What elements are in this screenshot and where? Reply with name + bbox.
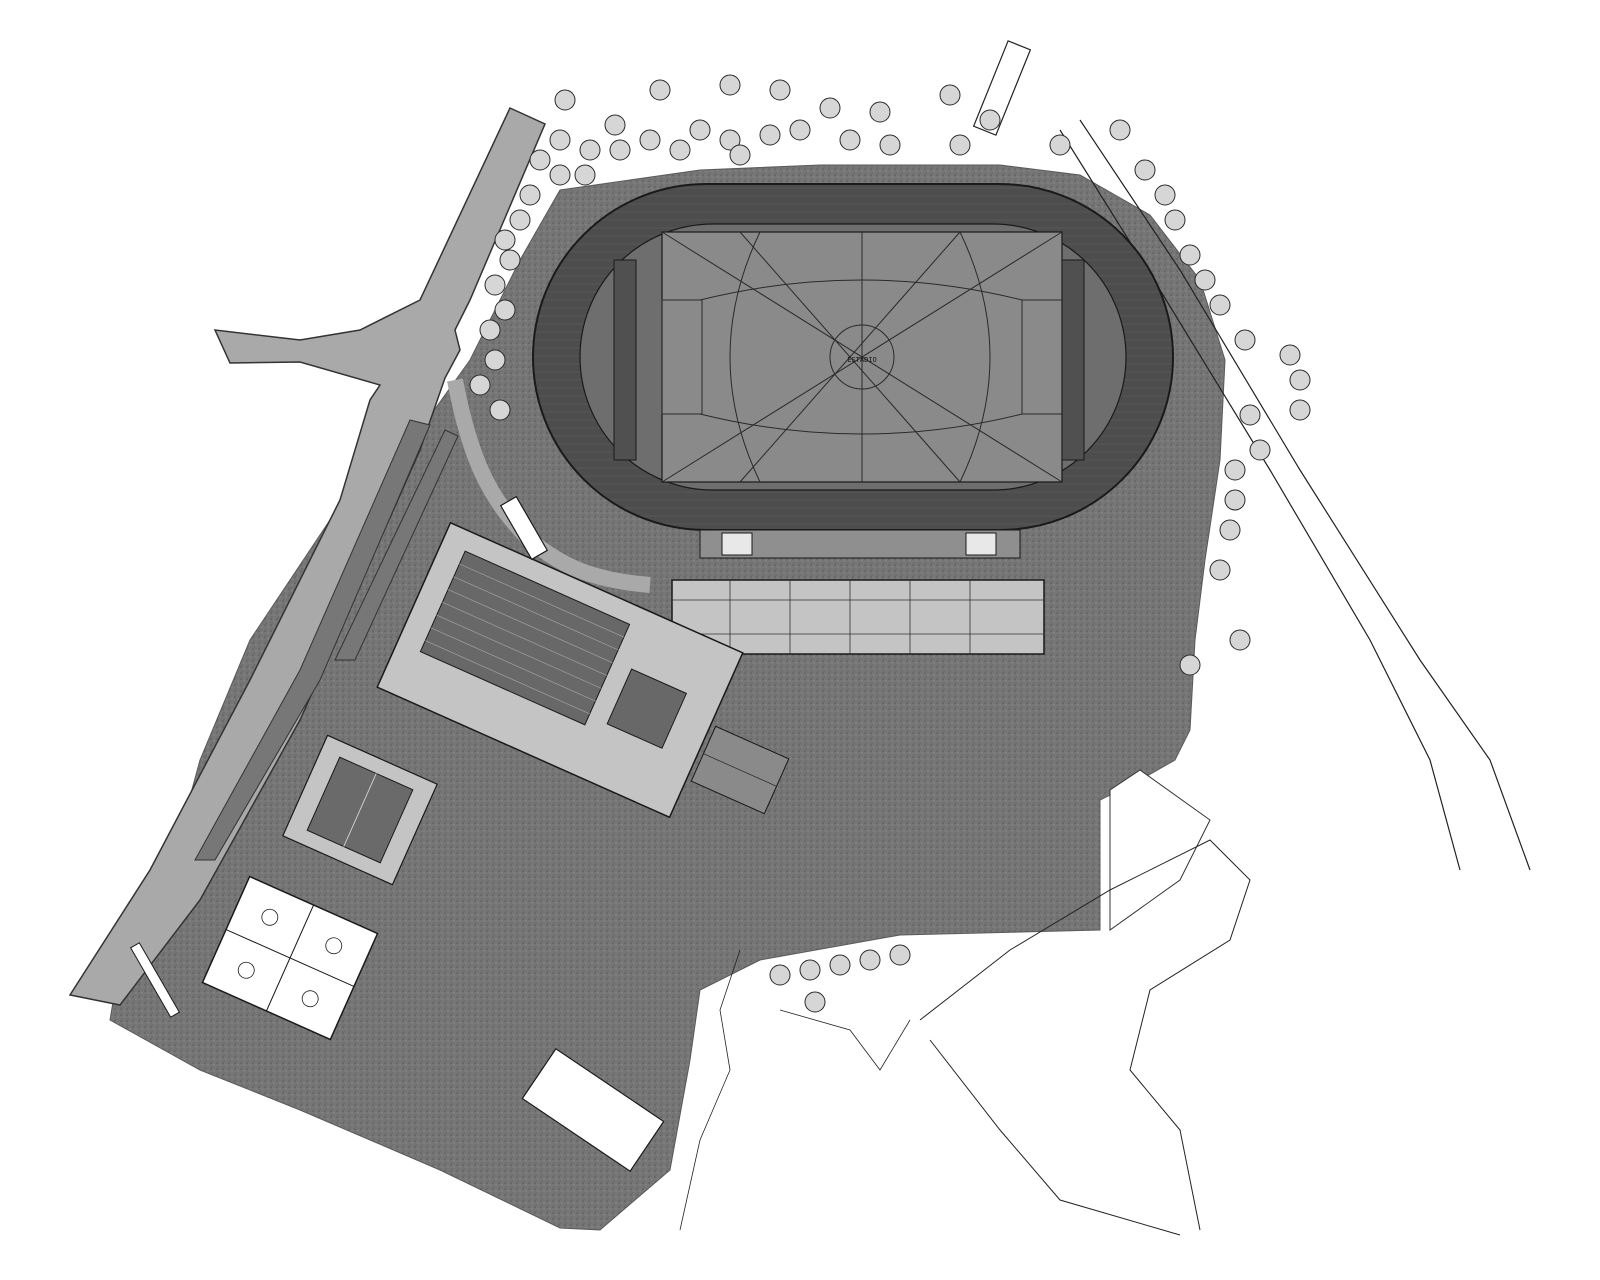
tree-4 [819, 97, 841, 119]
trees [469, 74, 1311, 1013]
diving-pool [606, 668, 688, 749]
grandstand-box-right [965, 532, 997, 556]
tree-56 [799, 959, 821, 981]
tree-7 [979, 109, 1001, 131]
boundary-line-mid [779, 1009, 911, 1071]
tree-60 [804, 991, 826, 1013]
tree-30 [499, 249, 521, 271]
tree-46 [1289, 399, 1311, 421]
tree-5 [869, 101, 891, 123]
tree-27 [519, 184, 541, 206]
tree-23 [1109, 119, 1131, 141]
grandstand-box-left [721, 532, 753, 556]
boundary-line-west [679, 949, 741, 1231]
goal-east [1061, 259, 1085, 461]
tree-26 [574, 164, 596, 186]
goal-west [613, 259, 637, 461]
tree-32 [494, 299, 516, 321]
tree-13 [789, 119, 811, 141]
basketball-courts [201, 875, 379, 1041]
swimming-pool [419, 550, 631, 726]
aquatic-center [376, 521, 744, 819]
tree-6 [939, 84, 961, 106]
storage-shed-north [499, 495, 549, 561]
tree-36 [489, 399, 511, 421]
tree-22 [1049, 134, 1071, 156]
field-center-label: ESTADIO [847, 356, 877, 364]
tree-33 [479, 319, 501, 341]
tree-39 [1164, 209, 1186, 231]
tree-57 [829, 954, 851, 976]
tree-51 [1219, 519, 1241, 541]
tree-8 [604, 114, 626, 136]
road-median-1 [194, 419, 431, 861]
tree-43 [1234, 329, 1256, 351]
tree-53 [1229, 629, 1251, 651]
tree-0 [554, 89, 576, 111]
tree-11 [719, 129, 741, 151]
storage-shed-south [129, 942, 181, 1018]
tree-24 [529, 149, 551, 171]
pool-lanes [425, 563, 625, 715]
tree-15 [879, 134, 901, 156]
tree-42 [1209, 294, 1231, 316]
sports-hall [282, 734, 438, 886]
tree-14 [839, 129, 861, 151]
clearing [1109, 769, 1211, 931]
field-markings [661, 231, 1063, 483]
tree-31 [484, 274, 506, 296]
storage-shed [521, 1047, 665, 1173]
tree-50 [1224, 489, 1246, 511]
pavilion [690, 725, 790, 815]
tree-29 [494, 229, 516, 251]
tree-9 [639, 129, 661, 151]
tree-45 [1289, 369, 1311, 391]
tree-38 [1154, 184, 1176, 206]
tree-44 [1279, 344, 1301, 366]
tree-35 [469, 374, 491, 396]
tree-12 [759, 124, 781, 146]
service-path-east [1079, 119, 1531, 871]
tree-21 [949, 134, 971, 156]
main-road [68, 107, 546, 1006]
tree-58 [859, 949, 881, 971]
tree-10 [689, 119, 711, 141]
boundary-line-south-2 [929, 1039, 1181, 1236]
service-building [671, 579, 1045, 655]
tree-49 [1224, 459, 1246, 481]
tree-25 [549, 164, 571, 186]
tree-2 [719, 74, 741, 96]
tree-41 [1194, 269, 1216, 291]
tree-40 [1179, 244, 1201, 266]
tree-17 [579, 139, 601, 161]
boundary-line-south [919, 839, 1251, 1231]
road-median-2 [334, 429, 459, 661]
tree-37 [1134, 159, 1156, 181]
tree-48 [1249, 439, 1271, 461]
tree-28 [509, 209, 531, 231]
tree-55 [769, 964, 791, 986]
tree-34 [484, 349, 506, 371]
tree-54 [1179, 654, 1201, 676]
service-building-rooms [672, 580, 1044, 654]
tree-1 [649, 79, 671, 101]
tree-3 [769, 79, 791, 101]
tree-20 [729, 144, 751, 166]
tree-47 [1239, 404, 1261, 426]
tree-59 [889, 944, 911, 966]
tree-19 [669, 139, 691, 161]
tree-52 [1209, 559, 1231, 581]
tree-18 [609, 139, 631, 161]
tree-16 [549, 129, 571, 151]
